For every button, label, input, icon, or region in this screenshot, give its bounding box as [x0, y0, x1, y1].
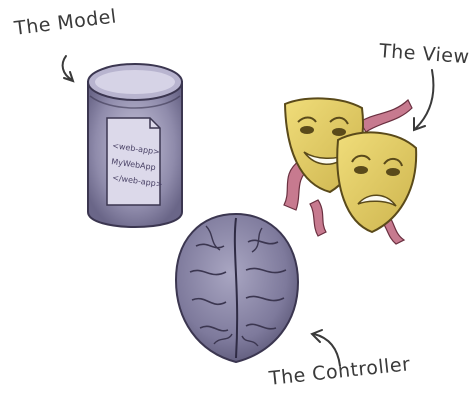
view-pointer-arrow [415, 69, 435, 129]
controller-pointer-arrow [313, 333, 341, 367]
theater-masks-icon [283, 97, 418, 245]
model-pointer-arrow [61, 55, 73, 81]
brain-icon [174, 212, 300, 364]
model-pointer-arrowhead [63, 71, 75, 83]
database-cylinder-icon: <web-app> MyWebApp </web-app> [87, 63, 183, 228]
view-pointer-arrowhead [413, 117, 426, 132]
controller-pointer-arrowhead [310, 329, 323, 343]
